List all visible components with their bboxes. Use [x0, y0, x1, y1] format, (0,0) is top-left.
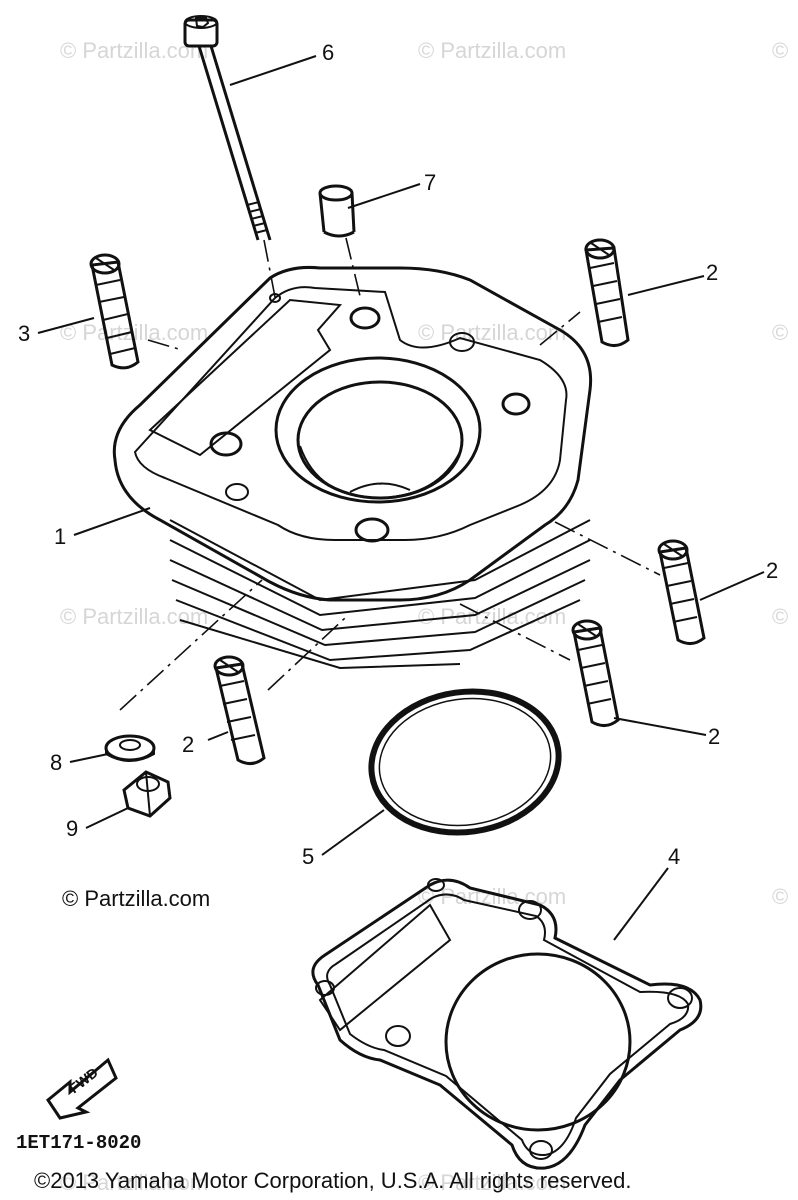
- callouts: 6 7 3 2 1 2 2 2 8 9 5 4: [18, 40, 778, 869]
- part-2-stud[interactable]: [213, 655, 266, 765]
- part-2-stud[interactable]: [571, 619, 620, 727]
- part-1-cylinder[interactable]: [112, 266, 661, 711]
- part-8-washer[interactable]: [104, 734, 156, 762]
- watermark: © Partzilla.com: [60, 604, 208, 629]
- part-7-dowel[interactable]: [318, 184, 361, 297]
- watermark: © Partzilla.com: [418, 38, 566, 63]
- partzilla-watermark: © Partzilla.com: [62, 886, 210, 911]
- callout-1: 1: [54, 524, 66, 549]
- watermark-layer: © Partzilla.com © Partzilla.com © © Part…: [60, 38, 788, 1195]
- diagram-code: 1ET171-8020: [16, 1132, 141, 1154]
- watermark: © Partzilla.com: [60, 1170, 208, 1195]
- part-9-nut[interactable]: [122, 770, 172, 818]
- callout-5: 5: [302, 844, 314, 869]
- leader-lines: [37, 55, 765, 941]
- callout-2: 2: [766, 558, 778, 583]
- callout-2: 2: [708, 724, 720, 749]
- watermark: ©: [772, 38, 788, 63]
- watermark: ©: [772, 320, 788, 345]
- callout-8: 8: [50, 750, 62, 775]
- callout-2: 2: [182, 732, 194, 757]
- watermark: © Partzilla.com: [418, 320, 566, 345]
- callout-3: 3: [18, 321, 30, 346]
- callout-2: 2: [706, 260, 718, 285]
- part-6-bolt[interactable]: [183, 15, 276, 298]
- callout-9: 9: [66, 816, 78, 841]
- fwd-arrow-icon: FWD: [45, 1057, 118, 1120]
- callout-7: 7: [424, 170, 436, 195]
- copyright-notice: ©2013 Yamaha Motor Corporation, U.S.A. A…: [34, 1168, 631, 1193]
- part-2-stud[interactable]: [584, 238, 630, 347]
- callout-4: 4: [668, 844, 680, 869]
- part-3-stud[interactable]: [89, 253, 140, 370]
- part-4-gasket[interactable]: [311, 878, 703, 1170]
- watermark: ©: [772, 884, 788, 909]
- callout-6: 6: [322, 40, 334, 65]
- part-2-stud[interactable]: [657, 539, 706, 645]
- watermark: ©: [772, 604, 788, 629]
- watermark: © Partzilla.com: [418, 1170, 566, 1195]
- part-5-o-ring[interactable]: [362, 680, 568, 845]
